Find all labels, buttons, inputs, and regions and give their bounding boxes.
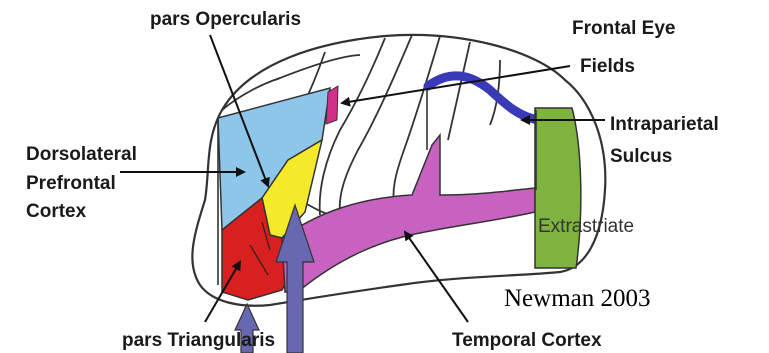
extrastriate-region: [535, 108, 581, 268]
label-frontal-eye-2: Fields: [580, 56, 635, 77]
label-dorsolateral-3: Cortex: [26, 201, 87, 222]
citation-credit: Newman 2003: [504, 285, 651, 312]
label-dorsolateral-1: Dorsolateral: [26, 144, 137, 165]
label-pars-triangularis: pars Triangularis: [122, 330, 275, 351]
label-frontal-eye-1: Frontal Eye: [572, 18, 675, 39]
frontal-eye-fields-region: [326, 86, 338, 124]
label-dorsolateral-2: Prefrontal: [26, 173, 116, 194]
label-extrastriate: Extrastriate: [538, 216, 634, 237]
label-intraparietal-2: Sulcus: [610, 146, 672, 167]
label-temporal-cortex: Temporal Cortex: [452, 330, 602, 351]
label-intraparietal-1: Intraparietal: [610, 114, 719, 135]
label-pars-opercularis: pars Opercularis: [150, 9, 301, 30]
